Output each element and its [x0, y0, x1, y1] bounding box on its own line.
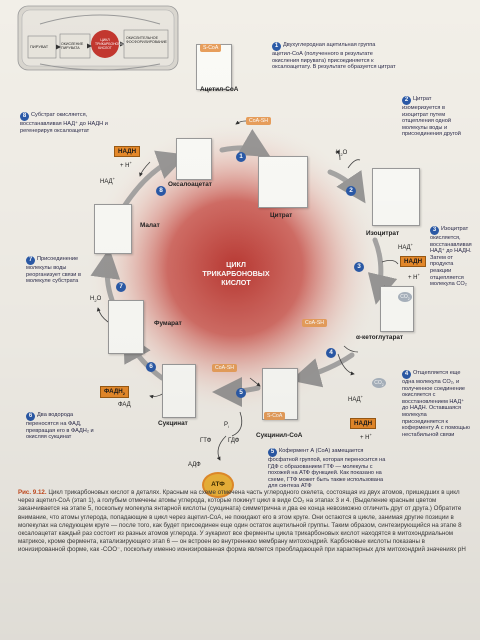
succinyl-coa-tag: S-CoA — [264, 412, 286, 420]
step-8-text: Субстрат окисляется, восстанавливая НАД⁺… — [20, 112, 108, 134]
step-1-badge: 1 — [272, 42, 281, 51]
atp-label: АТФ — [211, 481, 225, 488]
inset-overview — [17, 5, 179, 71]
nad-step4: НАД+ — [348, 394, 363, 403]
cycle-step-2: 2 — [346, 186, 356, 196]
adp-label: АДФ — [188, 462, 201, 468]
step-7-badge: 7 — [26, 256, 35, 265]
figure-caption: Рис. 9.12. Цикл трикарбоновых кислот в д… — [18, 489, 470, 555]
h-plus-step8: + Н+ — [120, 160, 132, 169]
gtp-label: ГТФ — [200, 438, 212, 444]
oxaloacetate-label: Оксалоацетат — [168, 181, 212, 188]
step-8-badge: 8 — [20, 112, 29, 121]
atp-starburst: АТФ — [204, 474, 232, 496]
citrate-molecule — [258, 156, 308, 208]
succinyl-coa-molecule — [262, 368, 298, 420]
succinate-label: Сукцинат — [158, 420, 188, 427]
step-1-text: Двухуглеродная ацетильная группа ацетил-… — [272, 42, 396, 71]
inset-pyruvate-label: ПИРУВАТ — [30, 44, 49, 49]
step-4-badge: 4 — [402, 370, 411, 379]
inset-cycle-circle — [91, 30, 119, 58]
citrate-label: Цитрат — [270, 212, 293, 219]
cycle-step-3: 3 — [354, 262, 364, 272]
malate-molecule — [94, 204, 132, 254]
step-2-badge: 2 — [402, 96, 411, 105]
fumarate-molecule — [108, 300, 144, 354]
coa-sh-step4: CoA-SH — [302, 319, 328, 327]
inset-oxidation-label: ОКИСЛЕНИЕ ПИРУВАТА — [61, 42, 84, 51]
malate-label: Малат — [140, 222, 160, 229]
step-7-text: Присоединение молекулы воды реорганизует… — [26, 256, 81, 285]
coa-sh-step5: CoA-SH — [212, 364, 238, 372]
co2-step4: CO2 — [372, 378, 386, 388]
acetyl-coa-label: Ацетил-СоА — [200, 86, 239, 93]
cycle-title-line3: КИСЛОТ — [221, 278, 251, 287]
isocitrate-molecule — [372, 168, 420, 226]
cycle-step-1: 1 — [236, 152, 246, 162]
nad-step3: НАД+ — [398, 242, 413, 251]
pi-step5: Pi — [224, 422, 229, 430]
inset-cycle-label: ЦИКЛ ТРИКАРБОНОВЫХ КИСЛОТ — [95, 38, 126, 50]
step-3-text: Изоцитрат окисляется, восстанавливая НАД… — [430, 226, 472, 288]
fad-label: ФАД — [118, 402, 131, 408]
cycle-step-5: 5 — [236, 388, 246, 398]
h-plus-step3: + Н+ — [408, 272, 420, 281]
oxaloacetate-molecule — [176, 138, 212, 180]
gdp-label: ГДФ — [228, 438, 240, 444]
acetyl-coa-tag: S-CoA — [200, 44, 222, 52]
cycle-step-4: 4 — [326, 348, 336, 358]
step-2-text: Цитрат изомеризуется в изоцитрат путем о… — [402, 96, 461, 138]
step-5-badge: 5 — [268, 448, 277, 457]
h2o-step2: Н2O — [336, 150, 348, 158]
succinate-molecule — [162, 364, 196, 418]
cycle-title: ЦИКЛ ТРИКАРБОНОВЫХ КИСЛОТ — [196, 260, 276, 287]
figure-caption-text: Цикл трикарбоновых кислот в деталях. Кра… — [18, 489, 466, 554]
step-3-badge: 3 — [430, 226, 439, 235]
h-plus-step4: + Н+ — [360, 432, 372, 441]
h2o-step7: Н2O — [90, 296, 102, 304]
cycle-title-line1: ЦИКЛ — [226, 260, 246, 269]
coa-sh-released: CoA-SH — [246, 117, 272, 125]
alpha-ketoglutarate-label: α-кетоглутарат — [356, 334, 404, 341]
inset-oxphos-label: ОКИСЛИТЕЛЬНОЕ ФОСФОРИЛИРОВАНИЕ — [126, 36, 167, 45]
step-4-text: Отщепляется еще одна молекула CO₂, и пол… — [402, 370, 470, 438]
succinyl-coa-label: Сукцинил-СоА — [256, 432, 303, 439]
nadh-step4-box: НАДН — [350, 418, 377, 429]
isocitrate-label: Изоцитрат — [366, 230, 400, 237]
fumarate-label: Фумарат — [154, 320, 182, 327]
step-6-text: Два водорода переносятся на ФАД, превращ… — [26, 412, 94, 441]
nadh-step8-box: НАДН — [114, 146, 141, 157]
cycle-step-7: 7 — [116, 282, 126, 292]
figure-number: Рис. 9.12. — [18, 489, 47, 496]
step-6-badge: 6 — [26, 412, 35, 421]
fadh2-box: ФАДН2 — [100, 386, 129, 399]
cycle-step-8: 8 — [156, 186, 166, 196]
step-5-text: Кофермент А (СоА) замещается фосфатной г… — [268, 448, 386, 490]
nadh-step3-box: НАДН — [400, 256, 427, 267]
nad-step8: НАД+ — [100, 176, 115, 185]
co2-step3: CO2 — [398, 292, 412, 302]
cycle-title-line2: ТРИКАРБОНОВЫХ — [202, 269, 270, 278]
cycle-step-6: 6 — [146, 362, 156, 372]
